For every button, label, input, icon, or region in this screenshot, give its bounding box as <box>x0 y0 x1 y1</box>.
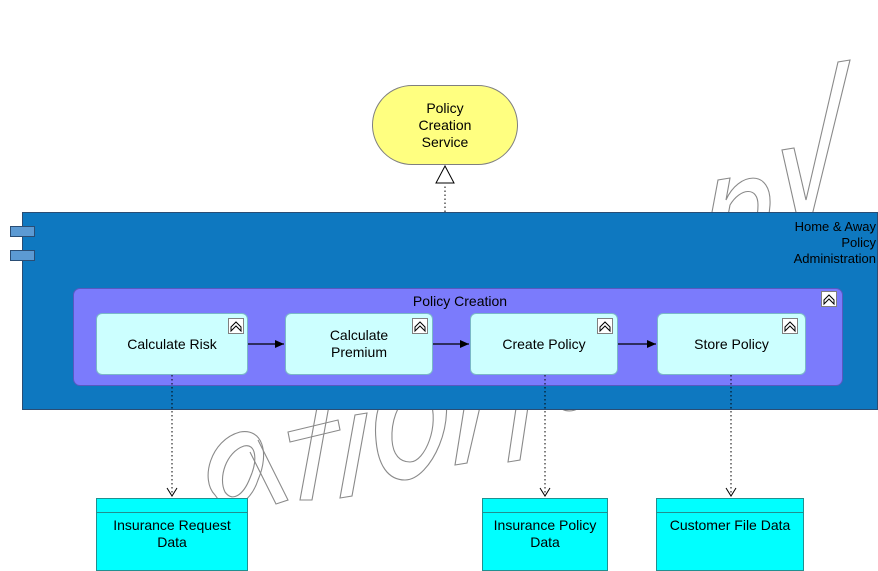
function-label: Calculate Risk <box>127 335 217 352</box>
component-label: Home & Away Policy Administration <box>793 219 876 266</box>
data-object-insurance-policy[interactable]: Insurance Policy Data <box>482 498 608 571</box>
function-icon <box>228 318 244 334</box>
data-object-insurance-request[interactable]: Insurance Request Data <box>96 498 248 571</box>
data-object-header <box>97 499 247 513</box>
process-label: Policy Creation <box>412 293 508 309</box>
function-label: Store Policy <box>694 335 769 352</box>
data-object-header <box>657 499 803 513</box>
data-object-label: Insurance Request Data <box>113 517 231 550</box>
function-label: Calculate Premium <box>329 327 389 360</box>
function-create-policy[interactable]: Create Policy <box>470 313 618 375</box>
business-service[interactable]: Policy Creation Service <box>372 85 518 165</box>
function-icon <box>597 318 613 334</box>
process-icon <box>821 291 837 307</box>
function-icon <box>782 318 798 334</box>
function-store-policy[interactable]: Store Policy <box>657 313 806 375</box>
component-tab-top <box>10 226 35 237</box>
function-calculate-risk[interactable]: Calculate Risk <box>96 313 248 375</box>
data-object-header <box>483 499 607 513</box>
service-label: Policy Creation Service <box>418 99 472 150</box>
component-tab-bottom <box>10 250 35 261</box>
function-label: Create Policy <box>502 335 586 352</box>
function-calculate-premium[interactable]: Calculate Premium <box>285 313 433 375</box>
realization-arrowhead <box>435 164 455 184</box>
function-icon <box>412 318 428 334</box>
data-object-label: Customer File Data <box>669 517 791 533</box>
data-object-label: Insurance Policy Data <box>493 517 597 550</box>
